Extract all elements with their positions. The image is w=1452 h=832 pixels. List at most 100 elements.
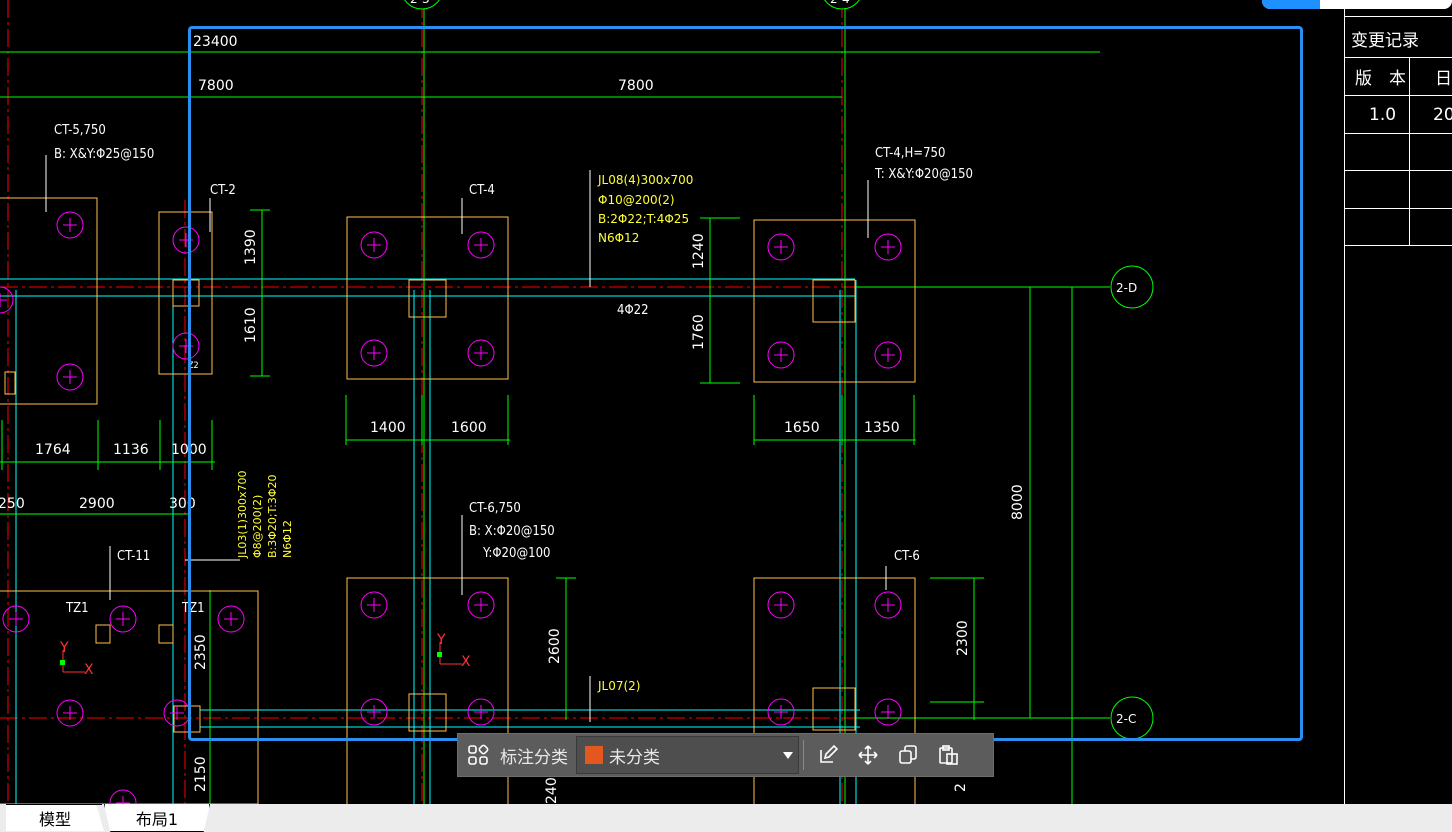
move-icon[interactable]	[848, 733, 888, 777]
column-tz1-a: TZ1	[65, 601, 89, 616]
dim-1350: 1350	[864, 420, 900, 436]
dim-2350: 2350	[193, 634, 209, 670]
dim-300: 300	[169, 496, 196, 512]
dim-2900: 2900	[79, 496, 115, 512]
dim-2150: 2150	[193, 756, 209, 792]
column-tz1-b: TZ1	[181, 601, 205, 616]
edit-icon[interactable]	[808, 733, 848, 777]
dim-1400: 1400	[370, 420, 406, 436]
title-block-heading: 变更记录	[1351, 31, 1419, 51]
dim-1600: 1600	[451, 420, 487, 436]
pile-marker	[109, 789, 137, 804]
pile-marker	[2, 605, 30, 633]
beam-jl08-line1: JL08(4)300x700	[597, 173, 693, 187]
beam-jl08-line4: N6Φ12	[598, 231, 639, 245]
dim-1650: 1650	[784, 420, 820, 436]
dim-1136: 1136	[113, 442, 149, 458]
pile-marker	[56, 363, 84, 391]
cap-ct2-label: CT-2	[210, 183, 236, 198]
beam-jl03-line4: N6Φ12	[281, 520, 294, 558]
dim-1610: 1610	[243, 307, 259, 343]
pile-marker	[874, 698, 902, 726]
axis-label-2c: 2-C	[1116, 712, 1136, 726]
chevron-down-icon	[783, 752, 793, 759]
ucs-icon	[60, 642, 462, 673]
beam-jl03-line2: Φ8@200(2)	[251, 495, 264, 558]
pile-marker	[109, 605, 137, 633]
tab-model[interactable]: 模型	[6, 804, 104, 831]
pile-marker	[0, 286, 14, 314]
axis-label-col-b: 2-4	[830, 0, 850, 6]
ucs-x-label-2: X	[461, 654, 471, 670]
dim-2600: 2600	[547, 628, 563, 664]
category-value: 未分类	[609, 747, 660, 768]
header-toggle[interactable]	[1262, 0, 1452, 9]
dim-250: 250	[0, 496, 25, 512]
cad-drawing-canvas[interactable]: 23400 7800 7800 CT-5,750 B: X&Y:Φ25@150 …	[0, 0, 1452, 804]
dim-1000: 1000	[171, 442, 207, 458]
pile-marker	[874, 233, 902, 261]
pile-marker	[874, 591, 902, 619]
pile-marker	[217, 605, 245, 633]
cap-ct5-rebar: B: X&Y:Φ25@150	[54, 147, 154, 162]
pile-marker	[467, 231, 495, 259]
cap-ct5-label: CT-5,750	[54, 123, 106, 138]
pile-marker	[360, 698, 388, 726]
beam-lines	[0, 278, 860, 804]
dim-1764: 1764	[35, 442, 71, 458]
pile-marker	[467, 591, 495, 619]
ucs-x-label: X	[84, 662, 94, 678]
beam-jl08-line2: Φ10@200(2)	[598, 193, 675, 207]
dim-8000: 8000	[1010, 484, 1026, 520]
floating-toolbar: 标注分类 未分类	[457, 733, 994, 777]
cap-ct6-mid-rebar1: B: X:Φ20@150	[469, 524, 555, 539]
cap-ct4-right-rebar: T: X&Y:Φ20@150	[874, 167, 973, 182]
category-select[interactable]: 未分类	[576, 736, 799, 774]
leader-lines	[45, 155, 887, 722]
ucs-y-label: Y	[59, 640, 69, 656]
beam-jl03-line3: B:3Φ20;T:3Φ20	[266, 475, 279, 558]
pile-marker	[767, 341, 795, 369]
pile-marker	[767, 591, 795, 619]
axis-label-2d: 2-D	[1116, 281, 1137, 295]
dim-2x: 2	[953, 783, 969, 792]
title-block-col-version: 版 本	[1355, 69, 1406, 89]
pile-marker	[360, 339, 388, 367]
bar-note: 4Φ22	[617, 303, 649, 318]
pile-marker	[874, 341, 902, 369]
layout-tab-bar: 模型 布局1	[0, 804, 1452, 832]
paste-icon[interactable]	[928, 733, 968, 777]
cap-ct4-left-label: CT-4	[469, 183, 495, 198]
title-block-row1-version: 1.0	[1369, 105, 1397, 125]
pile-marker	[56, 699, 84, 727]
axis-bubbles	[404, 0, 1154, 740]
pile-marker	[767, 698, 795, 726]
dim-total: 23400	[193, 34, 238, 50]
dim-2300: 2300	[955, 620, 971, 656]
pile-marker	[360, 591, 388, 619]
copy-icon[interactable]	[888, 733, 928, 777]
beam-jl03-line1: JL03(1)300x700	[236, 471, 249, 559]
pile-marker	[467, 339, 495, 367]
grid-icon[interactable]	[458, 733, 498, 777]
cad-drawing	[0, 0, 1154, 804]
axis-label-col-a: 2-3	[410, 0, 430, 6]
dimension-lines	[0, 0, 1110, 804]
pile-marker	[360, 231, 388, 259]
dim-span-b: 7800	[618, 78, 654, 94]
title-block-col-date: 日	[1435, 69, 1452, 89]
column-z2: Z2	[188, 361, 199, 371]
piles	[0, 211, 902, 804]
dim-1760: 1760	[691, 314, 707, 350]
cad-text-layer: 23400 7800 7800 CT-5,750 B: X&Y:Φ25@150 …	[0, 0, 1137, 804]
dim-span-a: 7800	[198, 78, 234, 94]
dim-1240: 1240	[691, 233, 707, 269]
title-block: 变更记录 版 本 日 1.0 202	[1344, 0, 1452, 804]
cap-ct6-mid-rebar2: Y:Φ20@100	[482, 546, 550, 561]
tab-layout1[interactable]: 布局1	[104, 804, 210, 832]
pile-marker	[56, 211, 84, 239]
cap-ct11-label: CT-11	[117, 549, 150, 564]
cap-ct6-mid-label: CT-6,750	[469, 501, 521, 516]
beam-jl07: JL07(2)	[597, 679, 641, 693]
cap-ct4-right-label: CT-4,H=750	[875, 146, 945, 161]
